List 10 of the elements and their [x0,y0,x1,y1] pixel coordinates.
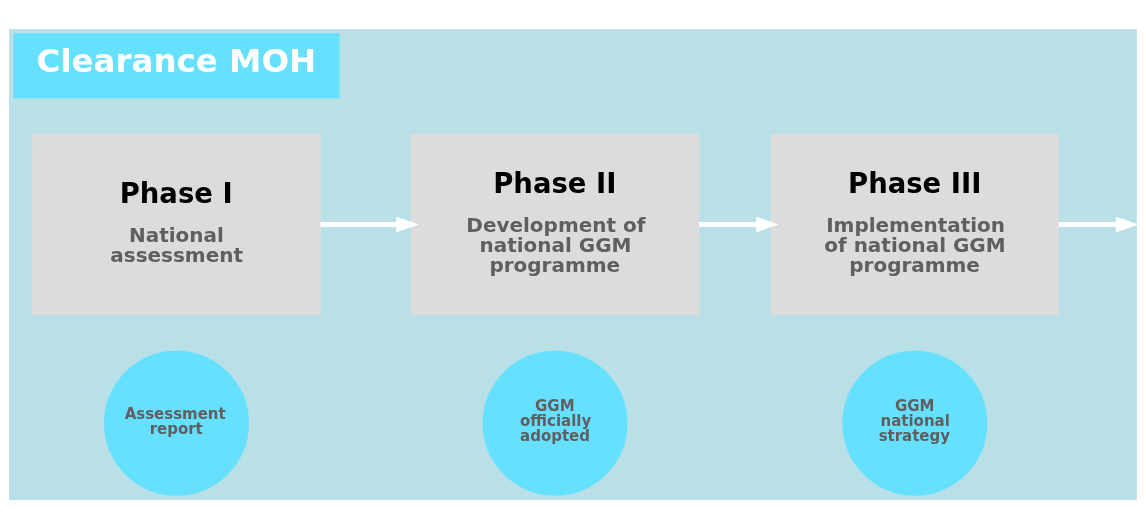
arrow [320,216,419,233]
arrow [1058,216,1138,233]
node-box: Phase II Development of national GGM programme [410,133,700,316]
node-circle: Assessment report [104,350,249,496]
node-box: Phase III Implementation of national GGM programme [770,133,1060,316]
node-circle: GGM officially adopted [482,350,628,496]
arrow [699,216,779,233]
node-box: Clearance MOH [13,33,340,99]
node-box: Phase I National assessment [32,133,321,316]
node-circle: GGM national strategy [842,350,988,496]
